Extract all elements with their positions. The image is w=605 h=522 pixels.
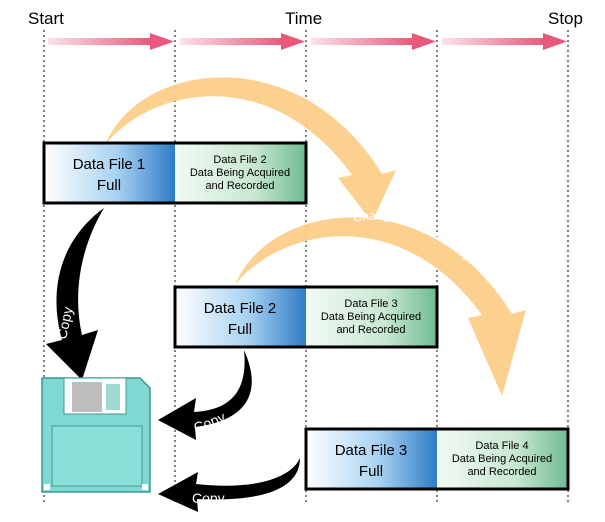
copy-label-3: Copy — [192, 490, 225, 506]
acq-file-name: Data File 3 — [344, 298, 397, 310]
floppy-disk-icon — [41, 377, 151, 493]
timeline-arrow-segment — [48, 33, 174, 50]
timeline-arrow-segment — [180, 33, 305, 50]
acquiring-file-box — [175, 143, 306, 203]
full-file-name: Data File 1 — [73, 156, 146, 173]
timeline-arrows — [48, 33, 567, 50]
time-label: Time — [285, 9, 322, 28]
acq-file-name: Data File 2 — [213, 154, 266, 166]
copy-arrow-2: Copy — [158, 350, 252, 440]
acq-file-status-2: and Recorded — [467, 466, 536, 478]
full-file-box — [306, 429, 437, 489]
data-block-2: Data File 2 Full Data File 3 Data Being … — [173, 285, 439, 349]
acq-file-status: Data Being Acquired — [190, 167, 290, 179]
full-file-name: Data File 2 — [204, 300, 277, 317]
full-file-status: Full — [97, 177, 121, 194]
start-label: Start — [28, 9, 64, 28]
full-file-name: Data File 3 — [335, 442, 408, 459]
copy-label-1: Copy — [53, 305, 75, 340]
data-block-3: Data File 3 Full Data File 4 Data Being … — [304, 427, 570, 491]
copy-arrow-3: Copy — [158, 458, 300, 512]
acq-file-status-2: and Recorded — [336, 324, 405, 336]
acquiring-file-box — [306, 287, 437, 347]
timeline-arrow-segment — [311, 33, 436, 50]
full-file-box — [44, 143, 175, 203]
acq-file-name: Data File 4 — [475, 440, 528, 452]
full-file-status: Full — [359, 463, 383, 480]
stop-label: Stop — [548, 9, 583, 28]
timeline-arrow-segment — [442, 33, 567, 50]
acq-file-status: Data Being Acquired — [321, 311, 421, 323]
full-file-box — [175, 287, 306, 347]
data-block-1: Data File 1 Full Data File 2 Data Being … — [42, 141, 308, 205]
acquiring-file-box — [437, 429, 568, 489]
acq-file-status: Data Being Acquired — [452, 453, 552, 465]
copy-arrow-1: Copy — [46, 208, 104, 380]
acq-file-status-2: and Recorded — [205, 180, 274, 192]
full-file-status: Full — [228, 321, 252, 338]
